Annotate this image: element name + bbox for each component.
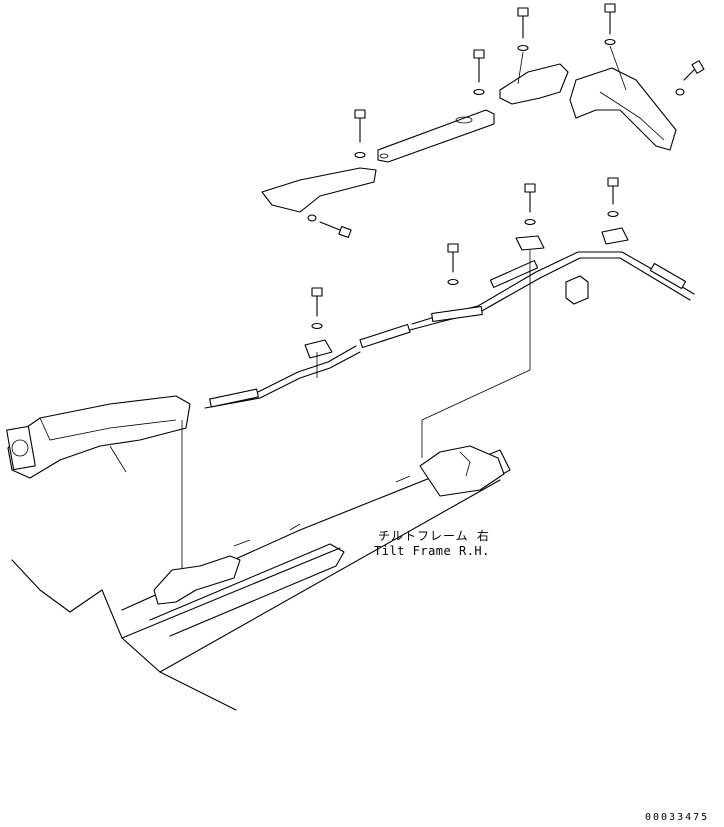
bolt <box>524 183 536 226</box>
bolt <box>447 243 459 286</box>
part-label-japanese: チルトフレーム 右 <box>378 529 490 543</box>
top-cover-assembly <box>261 3 705 239</box>
bolt <box>604 3 616 46</box>
bolt <box>307 214 352 239</box>
document-number: 00033475 <box>645 812 710 823</box>
bolt <box>607 177 619 218</box>
bolt <box>517 7 529 52</box>
bolt <box>473 49 485 96</box>
hydraulic-pipe-assembly <box>204 177 695 458</box>
tilt-frame-rh <box>11 445 511 711</box>
tilt-cylinder <box>6 395 191 570</box>
bolt <box>354 109 366 159</box>
bolt <box>311 287 323 330</box>
part-label-english: Tilt Frame R.H. <box>374 544 490 558</box>
bolt <box>675 60 705 96</box>
